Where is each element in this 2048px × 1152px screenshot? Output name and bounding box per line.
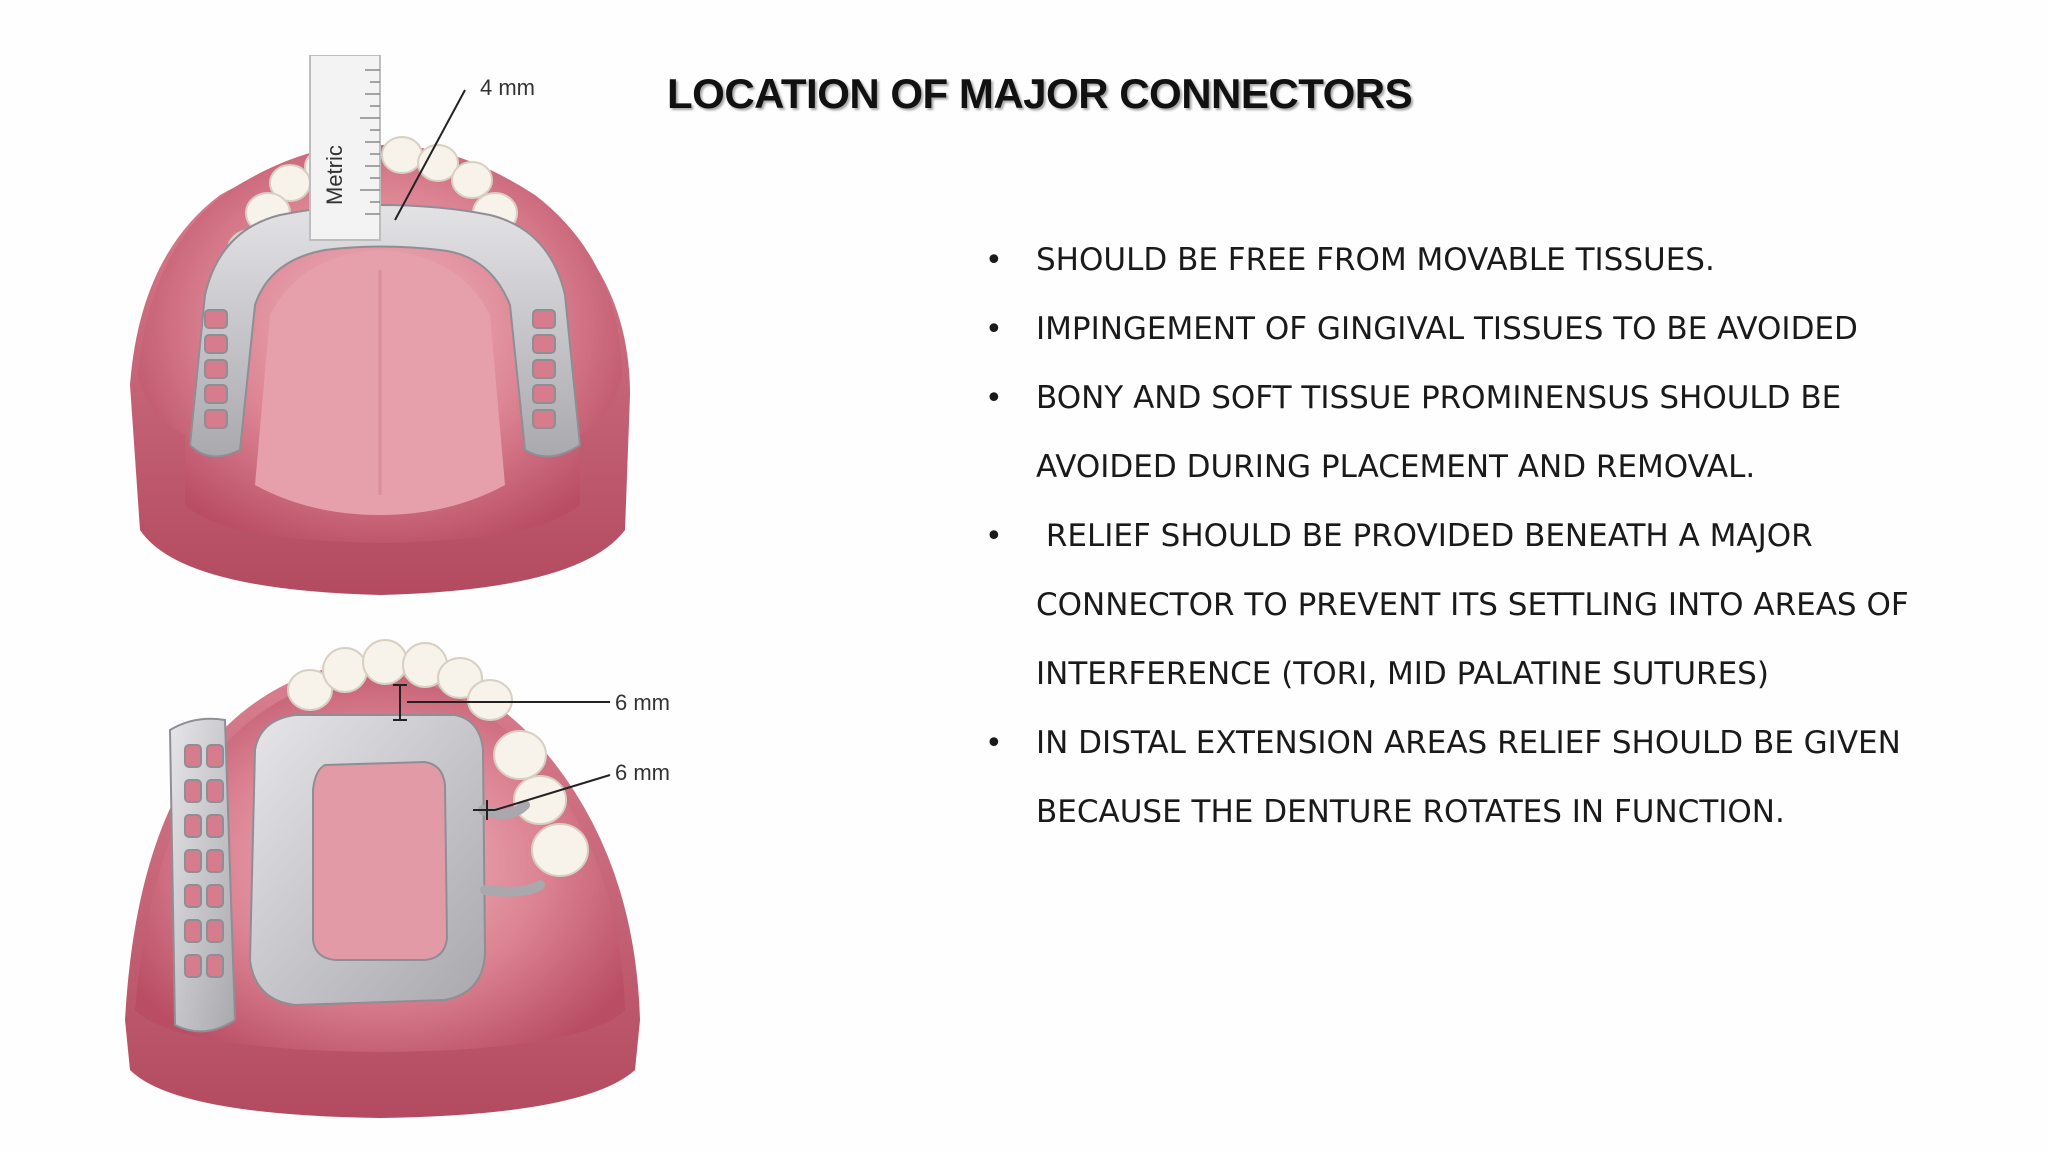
bullet-line: • IMPINGEMENT OF GINGIVAL TISSUES TO BE … (985, 295, 1985, 364)
measure-label-6mm-1: 6 mm (615, 690, 670, 715)
bullet-text: IN DISTAL EXTENSION AREAS RELIEF SHOULD … (1036, 725, 1901, 761)
bullet-line: AVOIDED DURING PLACEMENT AND REMOVAL. (985, 433, 1985, 502)
bullet-line: INTERFERENCE (TORI, MID PALATINE SUTURES… (985, 640, 1985, 709)
bullet-marker: • (985, 243, 1003, 278)
bullet-text: INTERFERENCE (TORI, MID PALATINE SUTURES… (1036, 656, 1769, 692)
lower-cast-illustration: 6 mm 6 mm (125, 639, 670, 1118)
measure-label-6mm-2: 6 mm (615, 760, 670, 785)
bullet-text: RELIEF SHOULD BE PROVIDED BENEATH A MAJO… (1036, 518, 1813, 554)
bullet-line: • RELIEF SHOULD BE PROVIDED BENEATH A MA… (985, 502, 1985, 571)
bullet-line: • IN DISTAL EXTENSION AREAS RELIEF SHOUL… (985, 709, 1985, 778)
bullet-line: • BONY AND SOFT TISSUE PROMINENSUS SHOUL… (985, 364, 1985, 433)
bullet-marker: • (985, 312, 1003, 347)
bullet-text: BECAUSE THE DENTURE ROTATES IN FUNCTION. (1036, 794, 1785, 830)
bullet-marker: • (985, 726, 1003, 761)
bullet-text: BONY AND SOFT TISSUE PROMINENSUS SHOULD … (1036, 380, 1842, 416)
measure-label-4mm: 4 mm (480, 75, 535, 100)
bullet-line: BECAUSE THE DENTURE ROTATES IN FUNCTION. (985, 778, 1985, 847)
bullet-line: CONNECTOR TO PREVENT ITS SETTLING INTO A… (985, 571, 1985, 640)
bullet-text: IMPINGEMENT OF GINGIVAL TISSUES TO BE AV… (1036, 311, 1858, 347)
upper-cast-illustration: Metric 4 mm (130, 55, 630, 595)
metric-ruler: Metric (309, 55, 381, 241)
slide-title: LOCATION OF MAJOR CONNECTORS (667, 70, 1413, 117)
bullet-marker: • (985, 519, 1003, 554)
ruler-label: Metric (322, 145, 347, 205)
bullet-marker: • (985, 381, 1003, 416)
bullet-text: CONNECTOR TO PREVENT ITS SETTLING INTO A… (1036, 587, 1909, 623)
bullet-text: AVOIDED DURING PLACEMENT AND REMOVAL. (1036, 449, 1756, 485)
bullet-text: SHOULD BE FREE FROM MOVABLE TISSUES. (1036, 242, 1715, 278)
bullet-line: • SHOULD BE FREE FROM MOVABLE TISSUES. (985, 226, 1985, 295)
bullet-list: • SHOULD BE FREE FROM MOVABLE TISSUES. •… (985, 226, 1985, 847)
